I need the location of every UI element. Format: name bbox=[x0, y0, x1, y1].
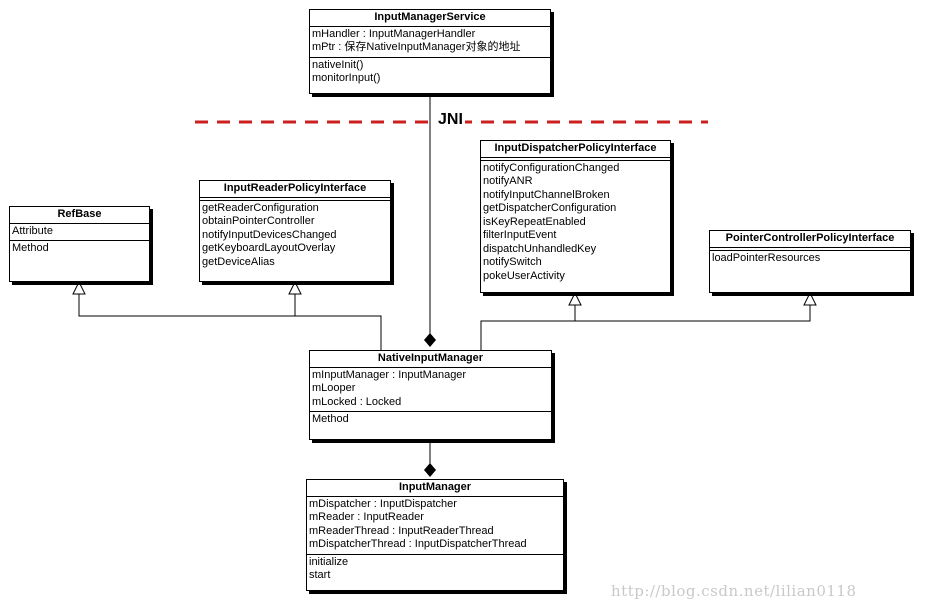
attribute: Attribute bbox=[12, 224, 53, 237]
inheritance-arrow-pointer-policy bbox=[803, 291, 817, 306]
method: getDeviceAlias bbox=[202, 255, 275, 268]
attributes-section: mHandler : InputManagerHandler mPtr : 保存… bbox=[310, 27, 550, 58]
method: Method bbox=[312, 413, 349, 425]
attribute: mDispatcherThread : InputDispatcherThrea… bbox=[309, 538, 527, 550]
class-name: RefBase bbox=[10, 207, 149, 224]
methods-section: loadPointerResources bbox=[710, 251, 910, 268]
class-name: InputReaderPolicyInterface bbox=[200, 181, 390, 198]
class-ref-base: RefBase Attribute Method bbox=[9, 206, 150, 282]
method: isKeyRepeatEnabled bbox=[483, 215, 586, 228]
attribute: mPtr : 保存NativeInputManager对象的地址 bbox=[312, 41, 521, 53]
inheritance-arrow-dispatcher-policy bbox=[568, 291, 582, 306]
class-name: PointerControllerPolicyInterface bbox=[710, 231, 910, 248]
class-native-input-manager: NativeInputManager mInputManager : Input… bbox=[309, 350, 552, 440]
class-input-manager-service: InputManagerService mHandler : InputMana… bbox=[309, 9, 551, 94]
method: notifyConfigurationChanged bbox=[483, 161, 620, 174]
attributes-section: mDispatcher : InputDispatcher mReader : … bbox=[307, 497, 563, 555]
method: obtainPointerController bbox=[202, 215, 315, 227]
attribute: mLooper bbox=[312, 382, 356, 394]
method: notifyInputChannelBroken bbox=[483, 188, 610, 201]
methods-section: notifyConfigurationChanged notifyANR not… bbox=[481, 161, 670, 286]
class-name: InputDispatcherPolicyInterface bbox=[481, 141, 670, 158]
inheritance-arrow-refbase bbox=[72, 280, 86, 295]
method: getKeyboardLayoutOverlay bbox=[202, 242, 336, 254]
class-input-dispatcher-policy-interface: InputDispatcherPolicyInterface notifyCon… bbox=[480, 140, 671, 293]
attribute: mLocked : Locked bbox=[312, 395, 402, 408]
attribute: mReaderThread : InputReaderThread bbox=[309, 524, 494, 537]
attribute: mHandler : InputManagerHandler bbox=[312, 27, 476, 40]
method: nativeInit() bbox=[312, 58, 364, 71]
methods-section: Method bbox=[10, 241, 149, 258]
attribute: mReader : InputReader bbox=[309, 511, 424, 523]
methods-section: Method bbox=[310, 412, 551, 429]
watermark: http://blog.csdn.net/lilian0118 bbox=[611, 582, 857, 600]
method: loadPointerResources bbox=[712, 251, 821, 264]
inheritance-line-pointer-policy bbox=[480, 305, 811, 350]
method: monitorInput() bbox=[312, 72, 381, 84]
method: notifyANR bbox=[483, 175, 533, 187]
attribute: mInputManager : InputManager bbox=[312, 368, 467, 381]
class-name: InputManagerService bbox=[310, 10, 550, 27]
method: pokeUserActivity bbox=[483, 269, 565, 282]
method: dispatchUnhandledKey bbox=[483, 242, 597, 255]
attribute: mDispatcher : InputDispatcher bbox=[309, 497, 457, 510]
composition-diamond-service-native bbox=[424, 333, 436, 347]
method: notifySwitch bbox=[483, 256, 542, 268]
attributes-section: mInputManager : InputManager mLooper mLo… bbox=[310, 368, 551, 412]
method: start bbox=[309, 569, 331, 581]
class-name: NativeInputManager bbox=[310, 351, 551, 368]
methods-section: nativeInit() monitorInput() bbox=[310, 58, 550, 88]
method: notifyInputDevicesChanged bbox=[202, 228, 337, 241]
method: Method bbox=[12, 242, 49, 254]
method: filterInputEvent bbox=[483, 229, 557, 241]
method: getReaderConfiguration bbox=[202, 201, 319, 214]
attributes-section bbox=[481, 158, 670, 161]
methods-section: getReaderConfiguration obtainPointerCont… bbox=[200, 201, 390, 272]
class-pointer-controller-policy-interface: PointerControllerPolicyInterface loadPoi… bbox=[709, 230, 911, 293]
composition-diamond-native-inputmanager bbox=[424, 463, 436, 477]
method: getDispatcherConfiguration bbox=[483, 202, 617, 214]
inheritance-arrow-reader-policy bbox=[288, 280, 302, 295]
class-input-reader-policy-interface: InputReaderPolicyInterface getReaderConf… bbox=[199, 180, 391, 282]
inheritance-line-refbase bbox=[78, 294, 382, 350]
attributes-section bbox=[710, 248, 910, 251]
class-name: InputManager bbox=[307, 480, 563, 497]
class-input-manager: InputManager mDispatcher : InputDispatch… bbox=[306, 479, 564, 591]
jni-label: JNI bbox=[436, 111, 465, 129]
attributes-section: Attribute bbox=[10, 224, 149, 241]
methods-section: initialize start bbox=[307, 555, 563, 585]
method: initialize bbox=[309, 555, 349, 568]
attributes-section bbox=[200, 198, 390, 201]
